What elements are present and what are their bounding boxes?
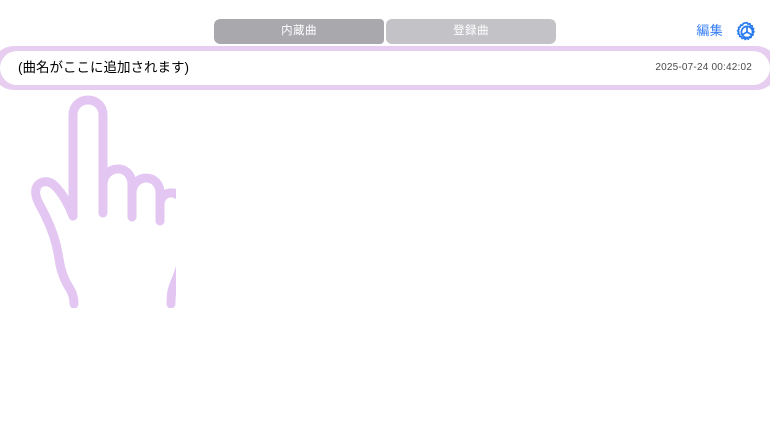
song-title: (曲名がここに追加されます) — [18, 60, 189, 76]
tab-builtin-songs[interactable]: 内蔵曲 — [214, 19, 384, 44]
edit-button[interactable]: 編集 — [696, 23, 723, 38]
tab-builtin-songs-label: 内蔵曲 — [281, 24, 317, 37]
tab-registered-songs-label: 登録曲 — [453, 24, 489, 37]
gear-icon — [735, 20, 759, 44]
segmented-control[interactable]: 内蔵曲 登録曲 — [214, 19, 556, 44]
settings-button[interactable] — [734, 19, 760, 45]
top-bar: 内蔵曲 登録曲 編集 — [0, 0, 770, 46]
song-row-highlighted[interactable]: (曲名がここに追加されます) 2025-07-24 00:42:02 — [0, 46, 770, 90]
song-row-content: (曲名がここに追加されます) 2025-07-24 00:42:02 — [0, 51, 770, 85]
tab-registered-songs[interactable]: 登録曲 — [386, 19, 556, 44]
song-list-area — [0, 90, 770, 432]
song-timestamp: 2025-07-24 00:42:02 — [655, 62, 752, 73]
